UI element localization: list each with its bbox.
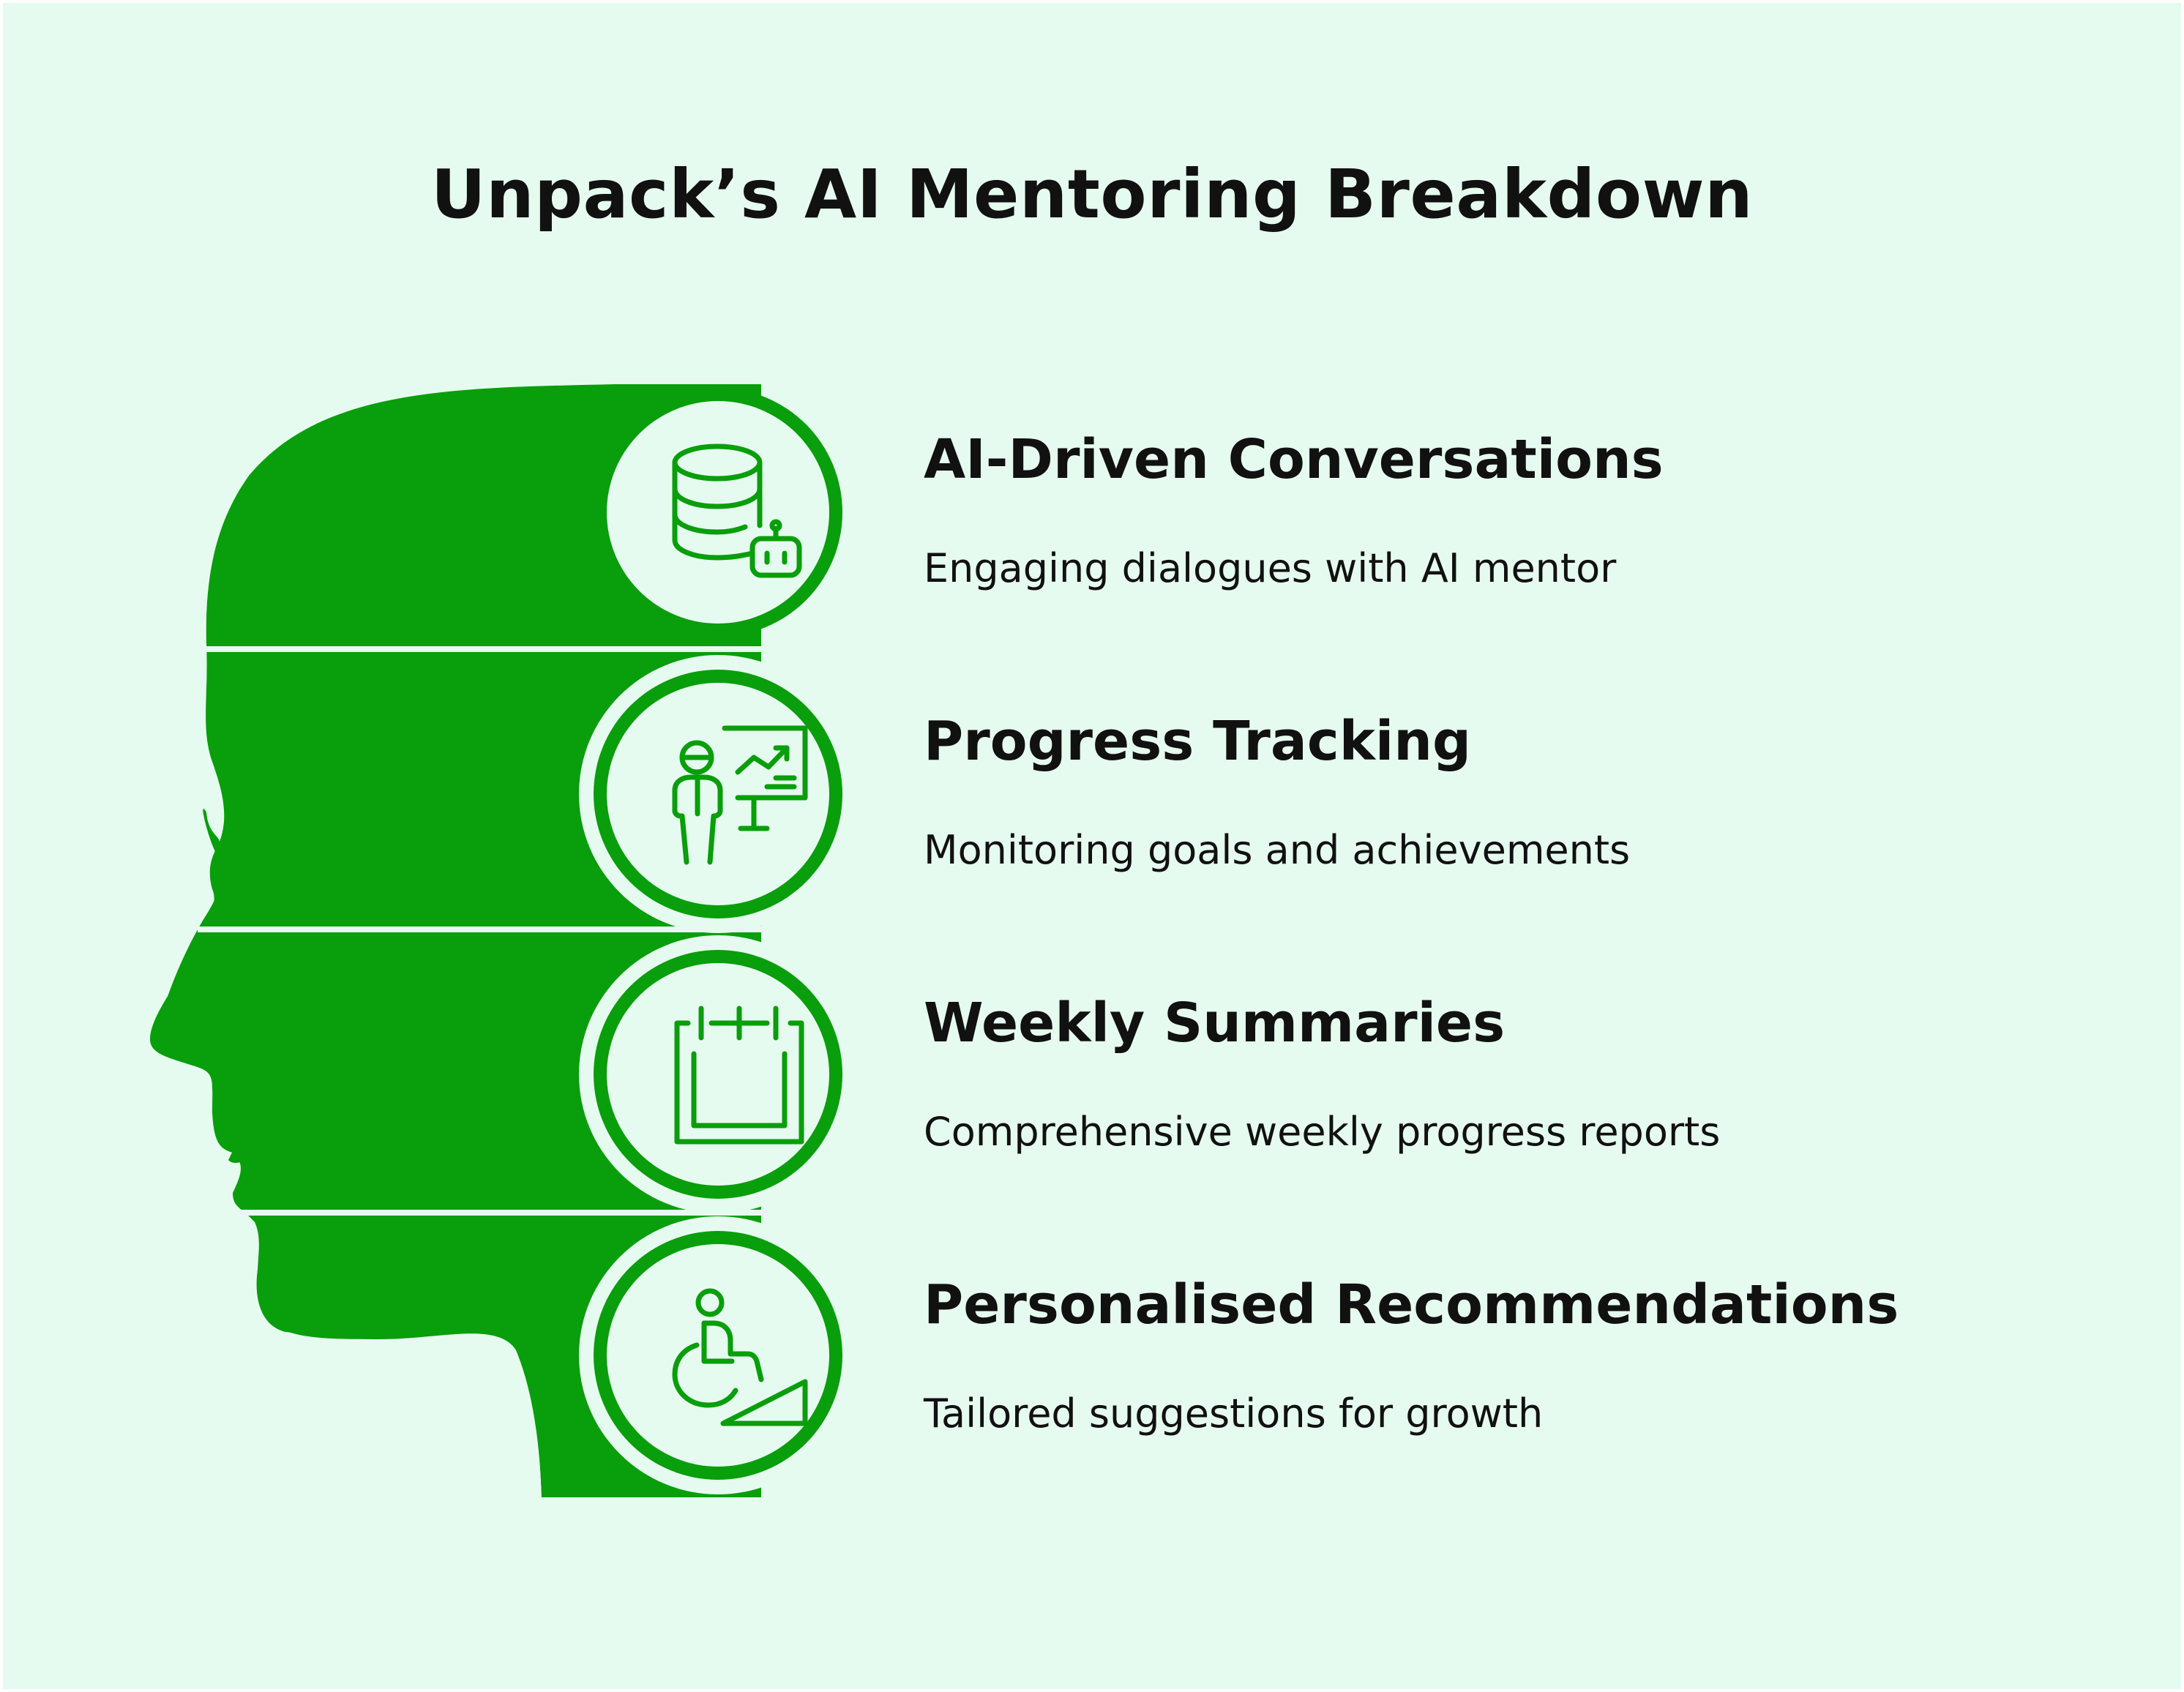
separator-2 — [198, 927, 761, 932]
item-desc-weekly-summaries: Comprehensive weekly progress reports — [924, 1109, 1721, 1155]
separator-3 — [198, 1210, 761, 1216]
page-title: Unpack’s AI Mentoring Breakdown — [430, 155, 1754, 233]
item-title-ai-driven-conversations: AI-Driven Conversations — [924, 428, 1664, 491]
calendar-icon — [674, 1006, 804, 1145]
item-desc-personalised-recommendations: Tailored suggestions for growth — [924, 1390, 1544, 1437]
icon-circle-4 — [579, 1216, 857, 1494]
wheelchair-ramp-icon — [672, 1288, 808, 1426]
item-desc-ai-driven-conversations: Engaging dialogues with AI mentor — [924, 545, 1617, 591]
item-title-progress-tracking: Progress Tracking — [924, 710, 1471, 773]
icon-circle-1 — [594, 388, 842, 637]
separator-1 — [198, 646, 761, 652]
database-robot-icon — [672, 443, 802, 578]
item-desc-progress-tracking: Monitoring goals and achievements — [924, 827, 1631, 873]
presentation-chart-icon — [672, 725, 808, 865]
item-title-personalised-recommendations: Personalised Recommendations — [924, 1273, 1899, 1336]
item-title-weekly-summaries: Weekly Summaries — [924, 992, 1506, 1055]
icon-circle-3 — [579, 935, 857, 1213]
